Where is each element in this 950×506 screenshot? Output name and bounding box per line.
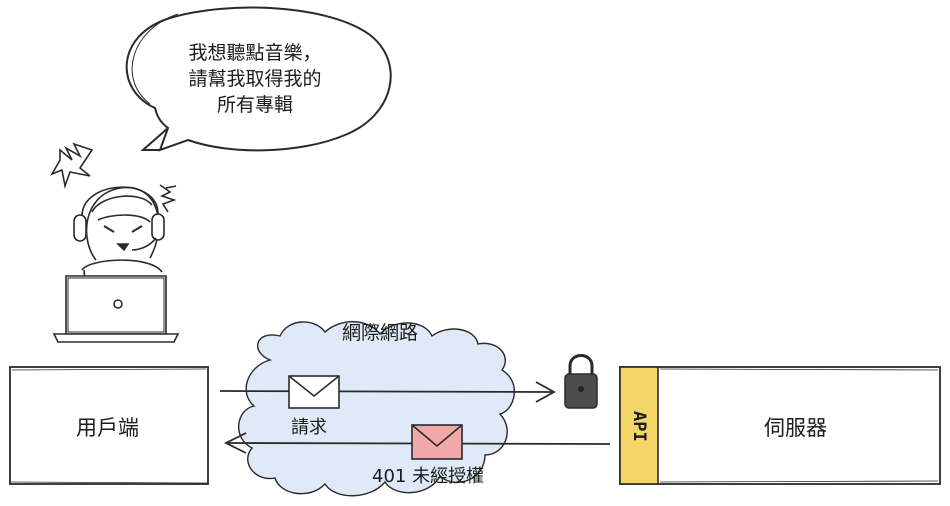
server-box <box>619 366 941 485</box>
envelope-icon <box>288 375 340 409</box>
envelope-icon <box>411 424 463 460</box>
cloud-label: 網際網路 <box>342 322 419 344</box>
headset-icon <box>73 186 165 251</box>
response-label: 401 未經授權 <box>372 466 485 487</box>
speech-line: 我想聽點音樂， <box>188 42 322 64</box>
client-label: 用戶端 <box>76 416 139 440</box>
speech-line: 請幫我取得我的 <box>188 68 322 90</box>
person-icon <box>81 186 163 291</box>
server-label: 伺服器 <box>764 416 827 440</box>
speech-line: 所有專輯 <box>216 94 293 116</box>
anger-mark-icon <box>50 142 177 213</box>
request-label: 請求 <box>291 417 327 438</box>
lock-icon <box>564 354 598 409</box>
api-label: API <box>629 411 649 442</box>
client-box <box>9 366 209 485</box>
api-tab <box>619 366 659 485</box>
speech-bubble <box>125 6 392 152</box>
speech-bubble-text: 我想聽點音樂， 請幫我取得我的 所有專輯 <box>150 40 360 118</box>
laptop-icon <box>52 275 180 343</box>
request-arrow <box>219 381 556 403</box>
